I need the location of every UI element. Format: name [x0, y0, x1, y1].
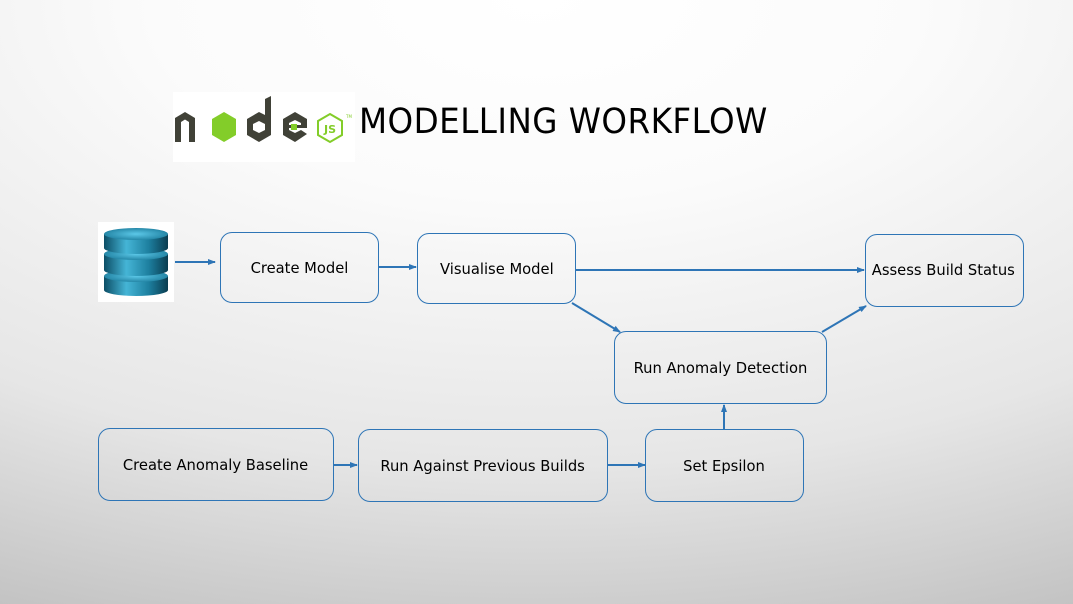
node-visualise-model[interactable]: Visualise Model	[417, 233, 576, 304]
nodejs-logo: JS TM	[175, 96, 352, 144]
node-create-model[interactable]: Create Model	[220, 232, 379, 303]
database-icon	[98, 222, 174, 302]
node-label: Assess Build Status	[872, 260, 1016, 279]
node-assess-build-status[interactable]: Assess Build Status	[865, 234, 1024, 307]
nodejs-logo-background	[173, 92, 355, 162]
arrow-visualise-model-to-run-anomaly-detection	[571, 302, 621, 333]
node-run-anomaly-detection[interactable]: Run Anomaly Detection	[614, 331, 827, 404]
node-label: Create Anomaly Baseline	[123, 455, 309, 474]
svg-text:TM: TM	[345, 114, 352, 119]
node-create-anomaly-baseline[interactable]: Create Anomaly Baseline	[98, 428, 334, 501]
arrow-run-anomaly-detection-to-assess-build-status	[821, 305, 867, 333]
node-set-epsilon[interactable]: Set Epsilon	[645, 429, 804, 502]
node-label: Create Model	[250, 258, 349, 277]
title-text: MODELLING WORKFLOW	[359, 102, 768, 142]
node-label: Run Anomaly Detection	[633, 358, 808, 377]
node-label: Set Epsilon	[683, 456, 766, 475]
node-run-against-previous-builds[interactable]: Run Against Previous Builds	[358, 429, 608, 502]
node-label: Visualise Model	[439, 259, 554, 278]
node-label: Run Against Previous Builds	[380, 456, 586, 475]
slide-title: JS TM MODELLING WORKFLOW	[173, 92, 767, 162]
svg-text:JS: JS	[323, 123, 336, 136]
